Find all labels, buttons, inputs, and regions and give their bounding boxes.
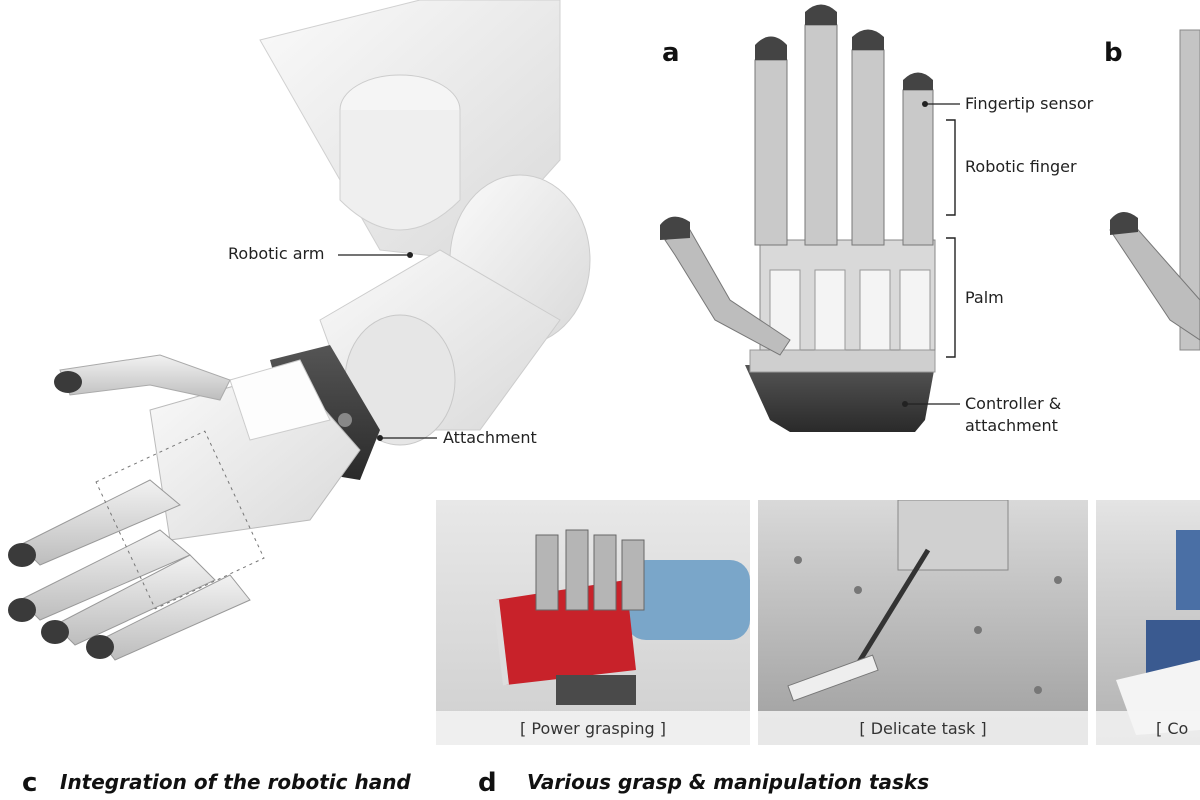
panel-letter-a: a — [662, 38, 680, 68]
hand-side-view-partial — [1109, 29, 1200, 351]
third-task-scene — [1116, 530, 1200, 735]
fingertip-sensor-label: Fingertip sensor — [965, 94, 1094, 113]
attachment-label: Attachment — [443, 428, 537, 447]
panel-letter-d: d — [478, 768, 497, 798]
power-grasping-label: [ Power grasping ] — [436, 711, 750, 745]
hand-palm — [149, 359, 361, 541]
fingers — [8, 430, 265, 661]
robotic-finger-label: Robotic finger — [965, 157, 1077, 176]
robotic-arm-label: Robotic arm — [228, 244, 325, 263]
palm-bracket — [946, 237, 956, 358]
finger-bracket — [946, 119, 956, 216]
photo-power-grasping: [ Power grasping ] — [436, 500, 750, 745]
controller-label-line2: attachment — [965, 416, 1058, 435]
palm-label: Palm — [965, 288, 1004, 307]
robotic-arm — [259, 0, 591, 446]
panel-letter-b: b — [1104, 38, 1123, 68]
delicate-task-label: [ Delicate task ] — [758, 711, 1088, 745]
third-task-label: [ Co — [1096, 711, 1200, 745]
power-grasping-scene — [493, 529, 750, 705]
photo-delicate-task: [ Delicate task ] — [758, 500, 1088, 745]
photo-third-task-cropped: [ Co — [1096, 500, 1200, 745]
panel-c-caption: Integration of the robotic hand — [60, 770, 411, 794]
thumb — [54, 354, 231, 401]
panel-letter-c: c — [22, 768, 38, 798]
hand-front-view — [660, 4, 936, 432]
panel-d-caption: Various grasp & manipulation tasks — [527, 770, 930, 794]
delicate-task-scene — [787, 500, 1062, 702]
controller-label-line1: Controller & — [965, 394, 1062, 413]
